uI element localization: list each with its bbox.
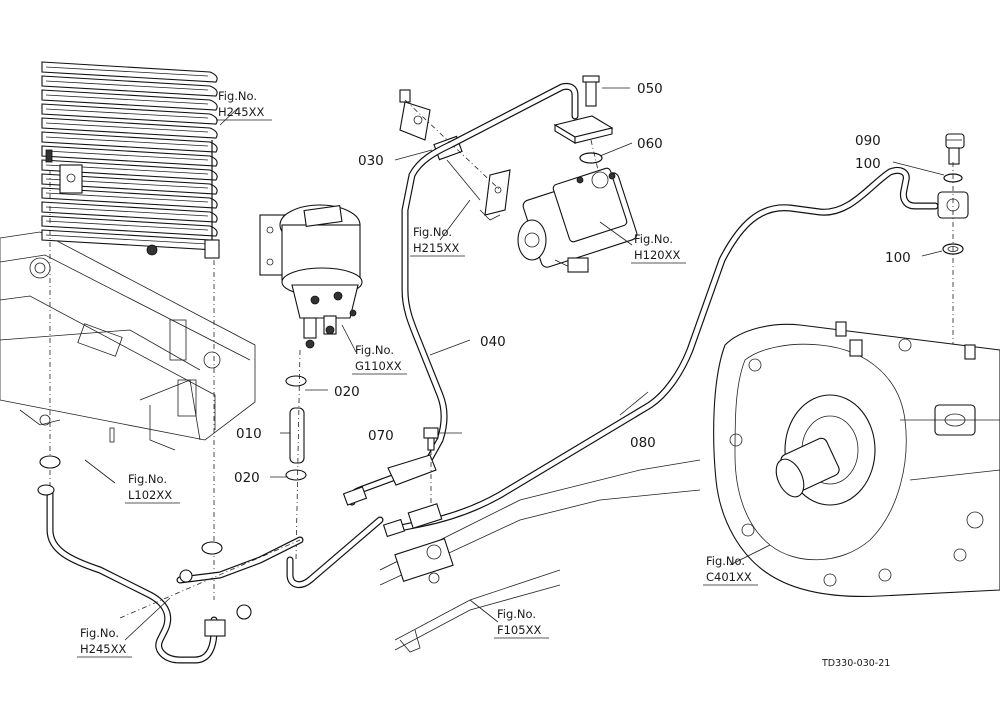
fig-ref-h120: Fig.No. H120XX: [631, 232, 686, 264]
flange-050: [553, 75, 614, 144]
fig-ref-h215: Fig.No. H215XX: [410, 225, 465, 257]
svg-text:G110XX: G110XX: [355, 359, 402, 373]
svg-text:H120XX: H120XX: [634, 248, 680, 262]
hydraulic-pump: [259, 204, 363, 349]
callout-040: 040: [480, 334, 506, 350]
pipe-040: [342, 82, 579, 506]
hose-010: [285, 349, 384, 589]
callout-030: 030: [358, 153, 384, 169]
svg-text:H215XX: H215XX: [413, 241, 459, 255]
svg-text:Fig.No.: Fig.No.: [634, 232, 673, 246]
fig-ref-l102: Fig.No. L102XX: [125, 472, 180, 504]
callout-020-lower: 020: [234, 470, 260, 486]
banjo-fitting: [937, 133, 969, 420]
callout-020-upper: 020: [334, 384, 360, 400]
bolt-070: [423, 427, 439, 505]
svg-text:L102XX: L102XX: [128, 488, 172, 502]
o-ring-060: [579, 152, 603, 164]
bracket-030: [399, 89, 511, 221]
callout-010: 010: [236, 426, 262, 442]
callout-060: 060: [637, 136, 663, 152]
callout-080: 080: [630, 435, 656, 451]
bottom-frame: [379, 459, 701, 653]
frame-chassis: [0, 231, 256, 451]
fig-ref-f105: Fig.No. F105XX: [494, 607, 549, 639]
svg-text:F105XX: F105XX: [497, 623, 541, 637]
gear-pump: [517, 167, 638, 273]
fig-ref-h245-bottom: Fig.No. H245XX: [77, 626, 132, 658]
svg-text:Fig.No.: Fig.No.: [128, 472, 167, 486]
callout-050: 050: [637, 81, 663, 97]
return-hose: [37, 455, 304, 664]
svg-text:C401XX: C401XX: [706, 570, 752, 584]
fig-ref-g110: Fig.No. G110XX: [352, 343, 407, 375]
callout-100-lower: 100: [885, 250, 911, 266]
svg-text:Fig.No.: Fig.No.: [80, 626, 119, 640]
leader-lines: [84, 87, 962, 641]
svg-text:Fig.No.: Fig.No.: [413, 225, 452, 239]
callout-090: 090: [855, 133, 881, 149]
svg-text:Fig.No.: Fig.No.: [706, 554, 745, 568]
svg-text:Fig.No.: Fig.No.: [355, 343, 394, 357]
svg-text:Fig.No.: Fig.No.: [497, 607, 536, 621]
pipe-080: [382, 166, 939, 538]
svg-text:H245XX: H245XX: [218, 105, 264, 119]
svg-text:Fig.No.: Fig.No.: [218, 89, 257, 103]
drawing-code: TD330-030-21: [821, 658, 890, 669]
transmission-case: [713, 321, 1000, 597]
callout-100-upper: 100: [855, 156, 881, 172]
svg-text:H245XX: H245XX: [80, 642, 126, 656]
fig-ref-c401: Fig.No. C401XX: [703, 554, 758, 586]
callout-070: 070: [368, 428, 394, 444]
fig-ref-h245-top: Fig.No. H245XX: [216, 89, 272, 121]
oil-cooler: [41, 61, 220, 600]
